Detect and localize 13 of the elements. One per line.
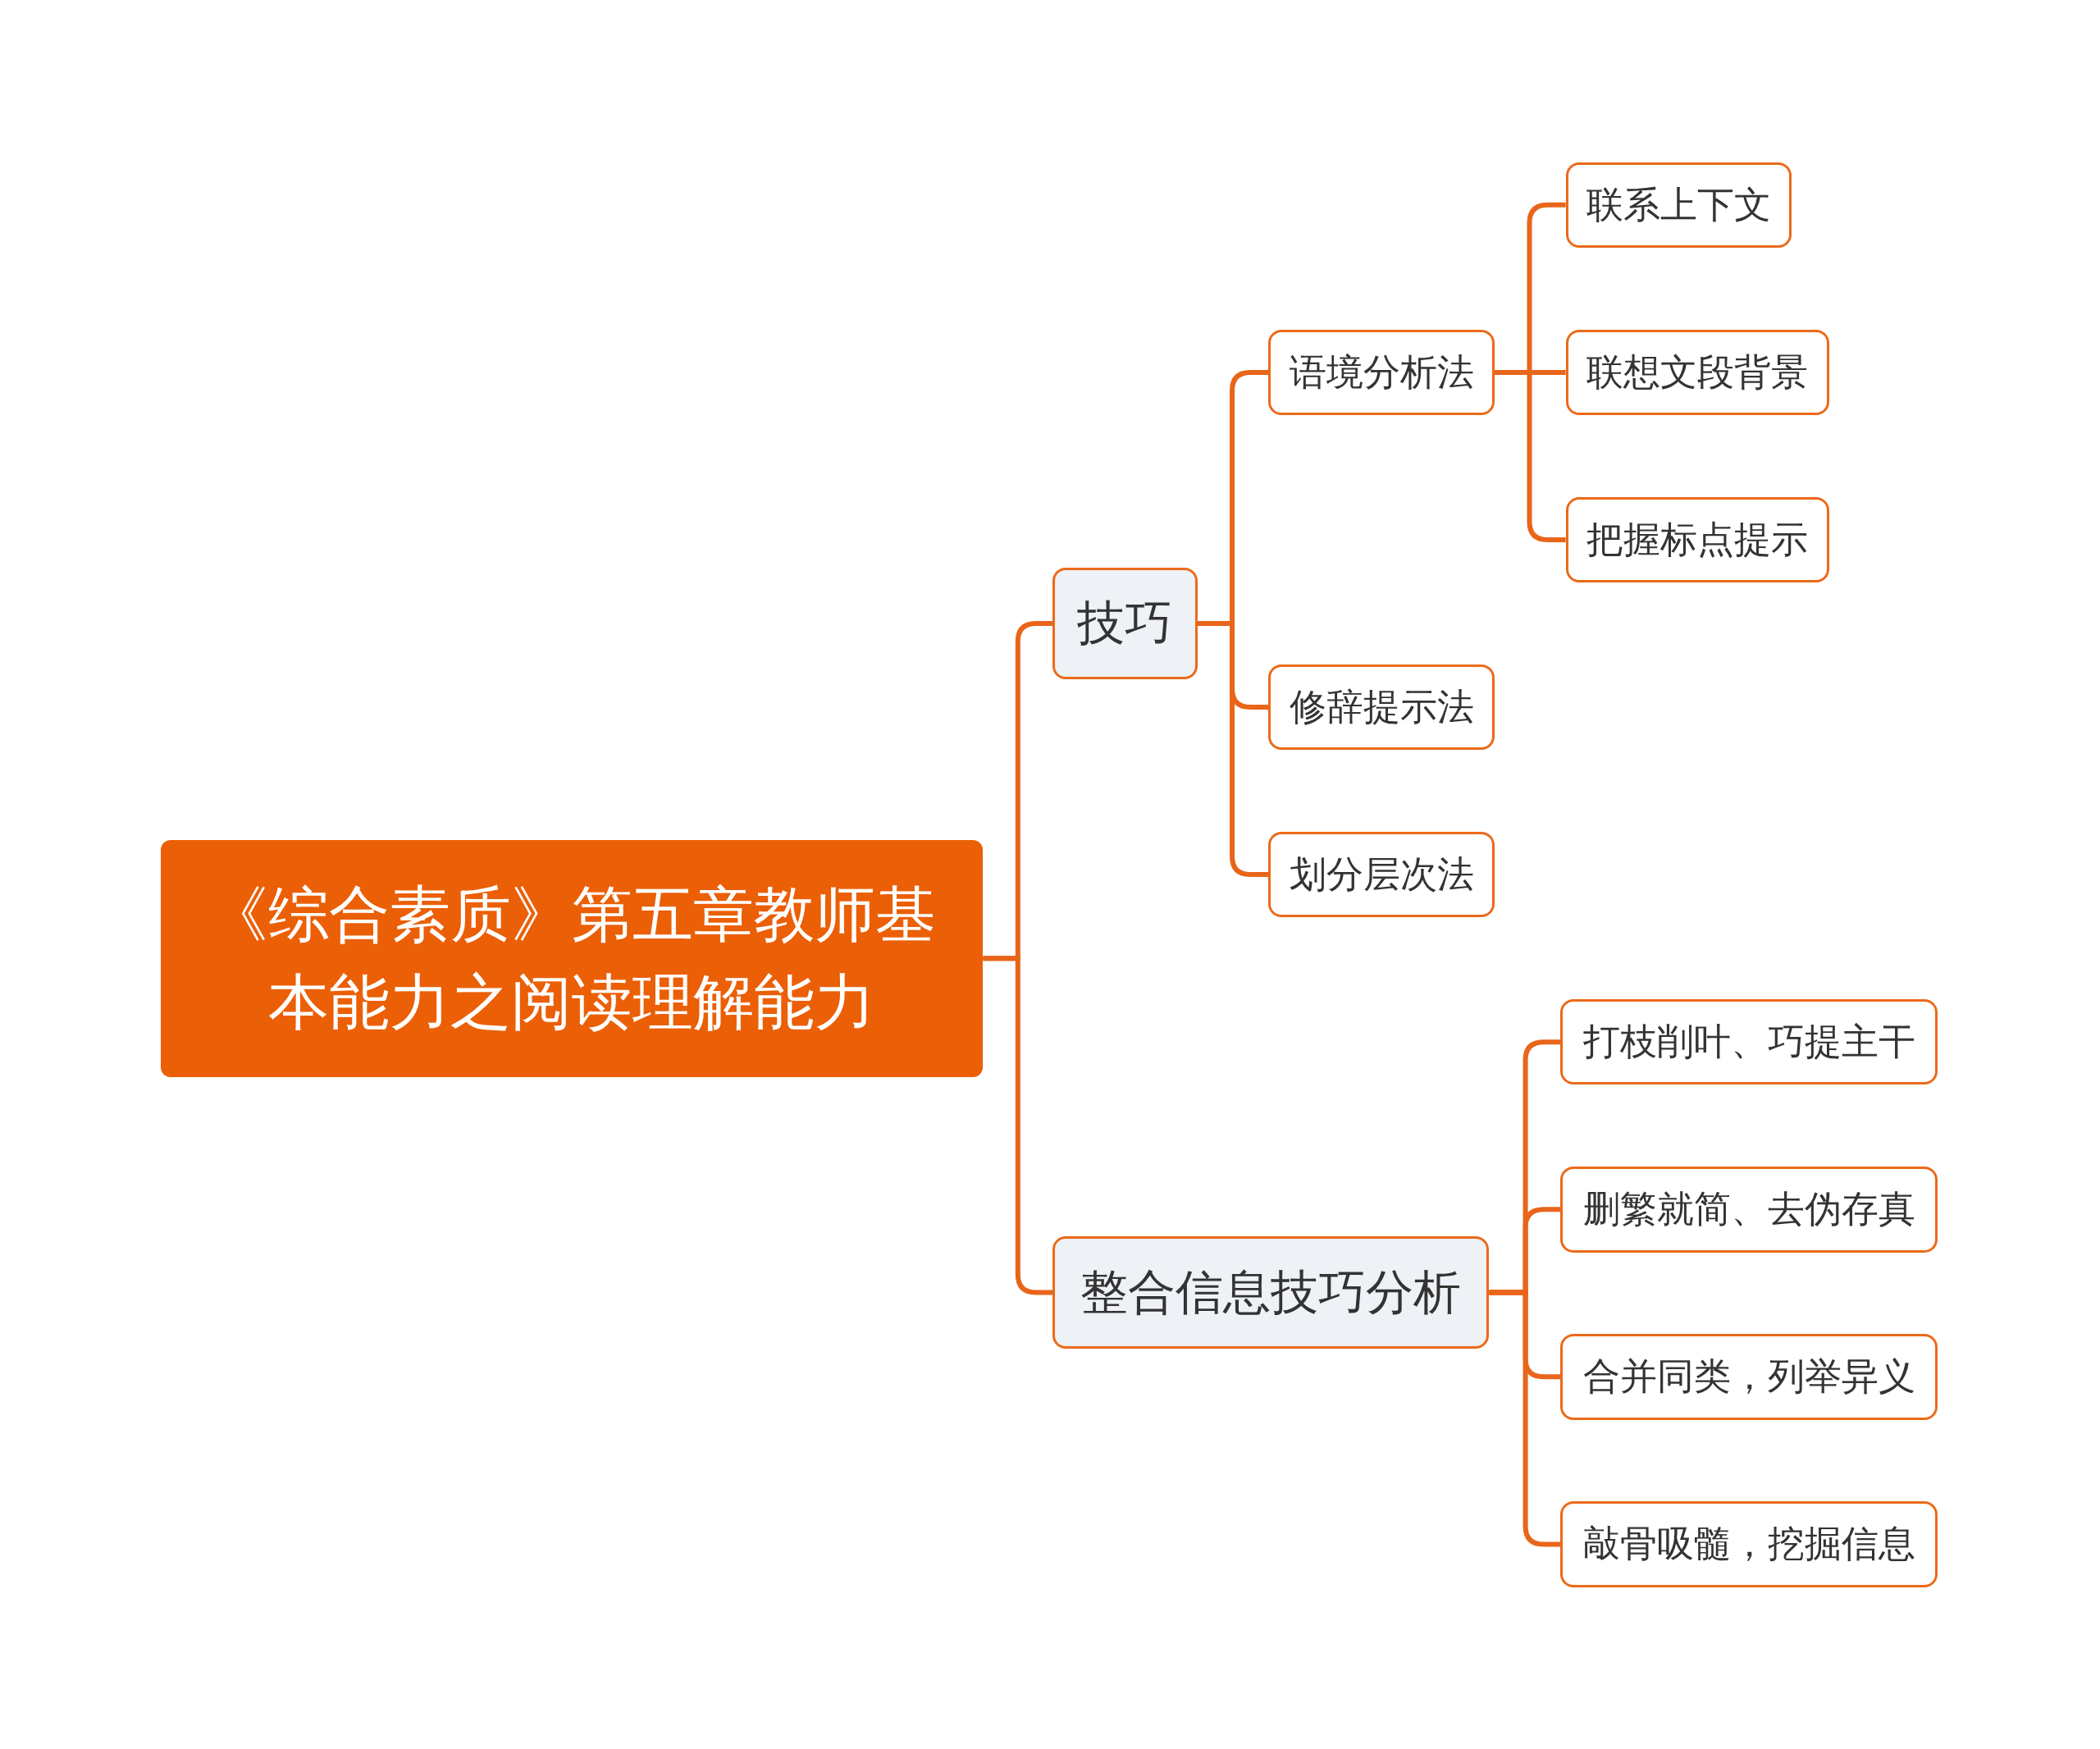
topic-box: 技巧 <box>1052 568 1198 679</box>
subtopic-box: 联系上下文 <box>1565 162 1792 249</box>
title-box: 《综合素质》第五章教师基本能力之阅读理解能力 <box>160 839 984 1077</box>
subtopic-box: 合并同类，列举异义 <box>1560 1334 1938 1420</box>
subtopic-box: 语境分析法 <box>1268 329 1495 416</box>
subtopic-box: 联想文段背景 <box>1565 329 1830 416</box>
subtopic-box: 修辞提示法 <box>1268 664 1495 751</box>
subtopic-box: 删繁就简、去伪存真 <box>1560 1167 1938 1253</box>
topic-box: 整合信息技巧分析 <box>1052 1235 1490 1349</box>
subtopic-box: 把握标点提示 <box>1565 496 1830 583</box>
subtopic-box: 划分层次法 <box>1268 831 1495 918</box>
subtopic-box: 敲骨吸髓，挖掘信息 <box>1560 1501 1938 1587</box>
subtopic-box: 打枝削叶、巧提主干 <box>1560 998 1938 1085</box>
